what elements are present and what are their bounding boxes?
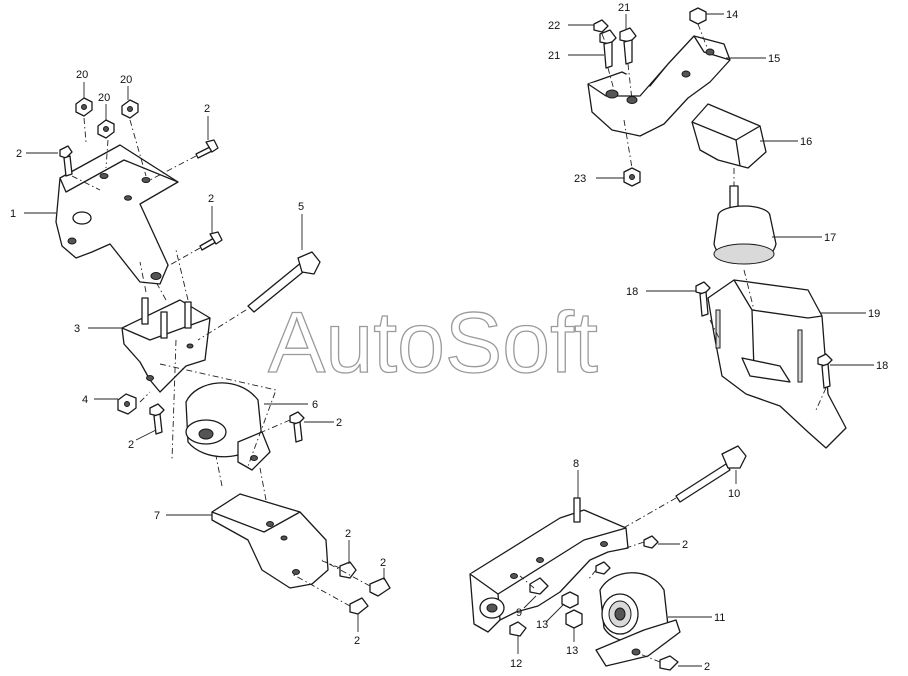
callout-3: 3 <box>74 323 80 335</box>
callout-20: 20 <box>98 92 110 104</box>
bolt-2-mid <box>199 231 223 251</box>
part-4-nut <box>117 393 137 415</box>
callout-2: 2 <box>208 193 214 205</box>
watermark-text: AutoSoft <box>268 295 598 391</box>
assembly-lines-top-right <box>601 23 827 411</box>
part-11-mount <box>595 572 681 667</box>
callout-5: 5 <box>298 201 304 213</box>
callout-2: 2 <box>354 635 360 647</box>
callout-1: 1 <box>10 208 16 220</box>
part-10-long-bolt <box>675 445 747 503</box>
callout-4: 4 <box>82 394 88 406</box>
callout-2: 2 <box>128 439 134 451</box>
part-15-bracket-arm <box>587 35 731 137</box>
callout-19: 19 <box>868 308 880 320</box>
callout-20: 20 <box>76 69 88 81</box>
callout-9: 9 <box>516 607 522 619</box>
callout-2: 2 <box>380 557 386 569</box>
callout-11: 11 <box>714 612 725 624</box>
callout-13: 13 <box>566 645 578 657</box>
callout-22: 22 <box>548 20 560 32</box>
callout-7: 7 <box>154 510 160 522</box>
assembly-lines-bottom-right <box>519 497 677 663</box>
callout-21: 21 <box>618 2 630 14</box>
bolt-2-lower-b <box>369 577 391 597</box>
callout-18: 18 <box>626 286 638 298</box>
nut-14 <box>689 7 707 25</box>
bolt-2-bottom-right <box>595 535 679 671</box>
part-17-hydraulic-mount <box>713 185 777 265</box>
bolt-2-under-nut <box>149 403 165 435</box>
assembly-lines-left <box>71 117 371 607</box>
callout-12: 12 <box>510 658 522 670</box>
callout-17: 17 <box>824 232 836 244</box>
bolt-2-lower-c <box>349 597 369 615</box>
part-3-stud-bracket <box>121 297 211 393</box>
part-19-cradle-bracket <box>707 279 847 449</box>
bolt-2-lower-a <box>339 561 357 579</box>
callout-6: 6 <box>312 399 318 411</box>
callout-23: 23 <box>574 173 586 185</box>
bolt-2-right-mount <box>289 411 305 443</box>
nuts-13 <box>561 591 583 629</box>
callout-21: 21 <box>548 50 560 62</box>
part-1-upper-bracket <box>55 144 179 285</box>
bolt-9 <box>529 577 549 595</box>
part-8-bracket <box>469 497 629 633</box>
callout-2: 2 <box>704 661 710 673</box>
part-5-long-bolt <box>247 251 321 313</box>
callout-20: 20 <box>120 74 132 86</box>
bolts-18 <box>695 281 833 389</box>
callout-14: 14 <box>726 9 738 21</box>
bolt-12 <box>509 621 527 637</box>
part-16-cover <box>691 103 767 169</box>
nut-23 <box>623 167 641 187</box>
callout-2: 2 <box>16 148 22 160</box>
callout-13: 13 <box>536 619 548 631</box>
callout-labels: 1 2 2 2 3 4 2 5 6 2 7 2 2 2 20 20 20 22 … <box>10 2 888 673</box>
bolts-21-22 <box>593 19 637 69</box>
callout-10: 10 <box>728 488 740 500</box>
callout-2: 2 <box>682 539 688 551</box>
bolt-2-left <box>59 145 73 177</box>
callout-15: 15 <box>768 53 780 65</box>
part-7-lower-bracket <box>211 493 329 589</box>
callout-18: 18 <box>876 360 888 372</box>
callout-2: 2 <box>204 103 210 115</box>
callout-2: 2 <box>336 417 342 429</box>
part-6-rubber-mount <box>185 382 271 471</box>
callout-8: 8 <box>573 458 579 470</box>
callout-2: 2 <box>345 528 351 540</box>
callout-16: 16 <box>800 136 812 148</box>
bolt-2-top <box>195 139 219 159</box>
callout-leaders <box>24 13 874 667</box>
